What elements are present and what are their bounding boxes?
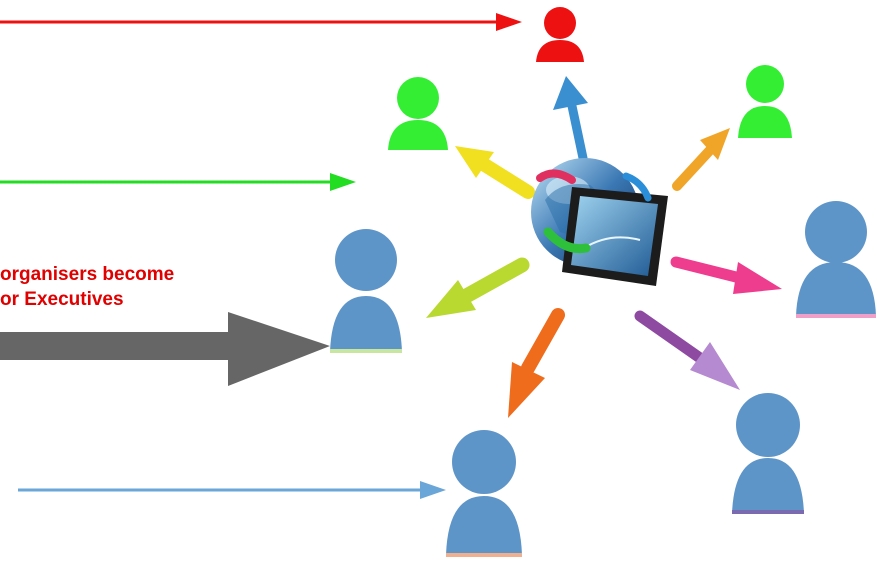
person-icon-upper-right-green [738,65,792,138]
green-pointer-arrow [0,173,356,191]
caption-text: organisers become or Executives [0,262,174,312]
radial-arrow-right [670,256,782,294]
red-pointer-arrow [0,13,522,31]
radial-arrow-upper-right [672,128,730,191]
person-icon-upper-left-green [388,77,448,150]
caption-line-1: organisers become [0,264,175,285]
radial-arrow-lower-right [634,310,740,390]
radial-arrow-up [553,76,588,163]
blue-pointer-arrow [18,481,446,499]
person-icon-right-blue [796,201,876,318]
radial-arrow-upper-left [455,146,535,199]
radial-arrow-left [426,257,530,318]
gray-pointer-arrow [0,312,330,386]
person-icon-bottom-blue [446,430,522,557]
caption-line-2: or Executives [0,289,124,310]
radial-arrow-down-left [508,308,565,418]
person-icon-lower-right-blue [732,393,804,514]
globe-tablet-icon [531,158,668,286]
person-icon-left-blue [330,229,402,353]
person-icon-top-red [536,7,584,62]
